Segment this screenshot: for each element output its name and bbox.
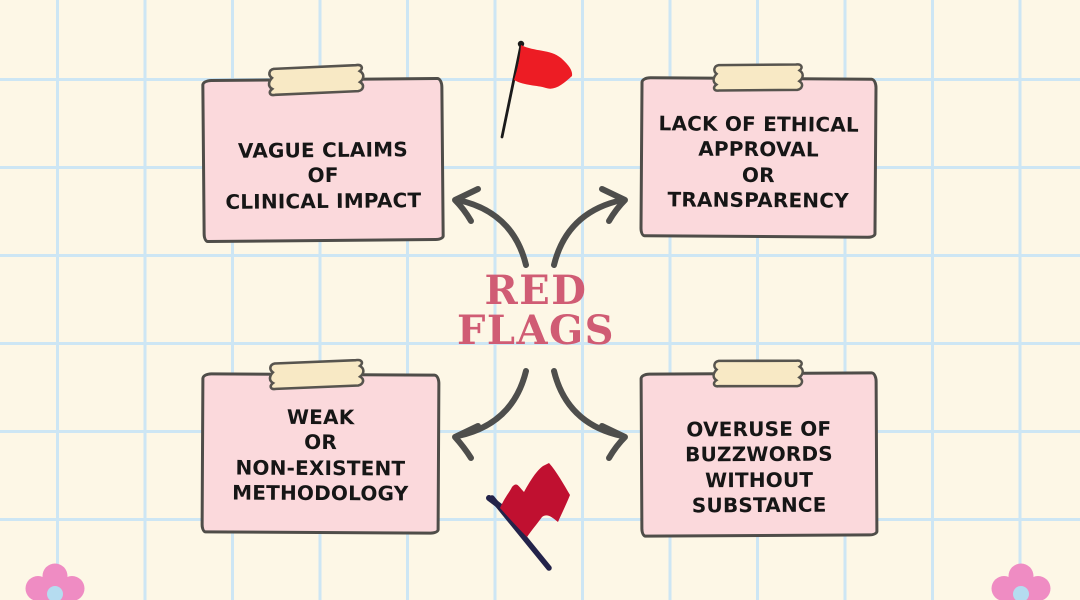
washi-tape-icon (268, 358, 365, 391)
washi-tape-icon (712, 63, 804, 92)
note-ethical-approval: LACK OF ETHICAL APPROVAL OR TRANSPARENCY (639, 76, 878, 239)
note-weak-methodology-label: WEAK OR NON-EXISTENT METHODOLOGY (232, 404, 409, 506)
note-vague-claims-label: VAGUE CLAIMS OF CLINICAL IMPACT (225, 137, 422, 214)
flower-icon (991, 563, 1051, 600)
arrow-to-bottom-left-icon (452, 368, 529, 461)
arrow-to-top-left-icon (452, 186, 529, 268)
note-buzzwords-label: OVERUSE OF BUZZWORDS WITHOUT SUBSTANCE (685, 416, 833, 518)
flower-icon (25, 563, 85, 600)
note-ethical-approval-label: LACK OF ETHICAL APPROVAL OR TRANSPARENCY (658, 111, 860, 213)
page-title: RED FLAGS (456, 267, 616, 354)
red-flag-icon (500, 40, 573, 139)
waving-red-flag-icon (486, 463, 570, 571)
note-buzzwords: OVERUSE OF BUZZWORDS WITHOUT SUBSTANCE (639, 371, 879, 538)
washi-tape-icon (712, 359, 804, 388)
arrow-to-bottom-right-icon (551, 368, 628, 461)
washi-tape-icon (267, 63, 365, 97)
arrow-to-top-right-icon (551, 186, 628, 268)
note-weak-methodology: WEAK OR NON-EXISTENT METHODOLOGY (200, 372, 441, 535)
note-vague-claims: VAGUE CLAIMS OF CLINICAL IMPACT (201, 76, 445, 244)
